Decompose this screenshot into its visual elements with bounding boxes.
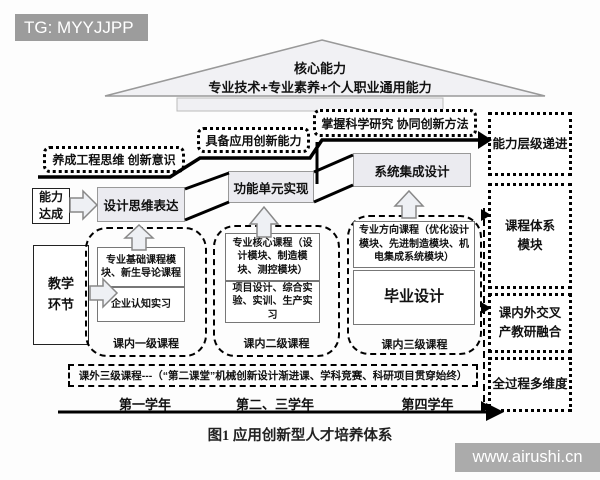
course-group-2-module-1: 专业核心课程（设计模块、制造模块、测控模块） <box>225 233 320 281</box>
step-connector-line <box>313 183 354 204</box>
tg-badge: TG: MYYJJPP <box>15 14 148 41</box>
course-group-1-label: 课内一级课程 <box>113 338 179 350</box>
course-group-3-label: 课内三级课程 <box>381 339 448 351</box>
figure-caption: 图1 应用创新型人才培养体系 <box>207 428 393 444</box>
up-arrow-icon <box>393 189 425 219</box>
teaching-stage-box: 教学 环节 <box>33 245 89 345</box>
year-label-1: 第一学年 <box>118 397 171 412</box>
course-group-1-module-1: 专业基础课程模块、新生导论课程 <box>97 247 185 287</box>
course-group-2-label: 课内二级课程 <box>243 338 310 350</box>
ability-achievement-box: 能力 达成 <box>32 188 70 224</box>
step-connector-line <box>184 200 230 222</box>
roof-title: 核心能力 <box>293 61 346 76</box>
right-column-capability-progression: 能力层级递进 <box>488 112 572 176</box>
right-column-integration: 课内外交叉 产教研融合 <box>488 293 572 353</box>
step-connector-line <box>313 153 354 174</box>
course-group-2-module-2: 项目设计、综合实验、实训、生产实习 <box>225 281 320 323</box>
right-column-whole-process: 全过程多维度 <box>488 357 572 412</box>
course-group-3-module-1: 专业方向课程（优化设计模块、先进制造模块、机电集成系统模块） <box>353 221 475 268</box>
year-label-3: 第四学年 <box>401 397 454 412</box>
ability-right-arrow-icon <box>69 189 99 221</box>
process-step-1: 设计思维表达 <box>97 187 185 222</box>
roof-subtitle: 专业技术+专业素养+个人职业通用能力 <box>208 80 432 95</box>
site-watermark: www.airushi.cn <box>455 443 600 472</box>
step-connector-line <box>184 171 230 191</box>
extracurricular-course-bar: 课外三级课程---（“第二课堂”机械创新设计渐进课、学科竞赛、科研项目贯穿始终） <box>68 364 478 387</box>
process-step-3: 系统集成设计 <box>353 153 471 187</box>
course-group-1-module-2: 企业认知实习 <box>97 287 185 322</box>
tg-badge-label: TG: MYYJJPP <box>24 17 134 37</box>
right-column-course-system-module: 课程体系 模块 <box>488 183 572 289</box>
course-group-3-module-2: 毕业设计 <box>353 270 475 325</box>
capability-step-1: 养成工程思维 创新意识 <box>43 146 185 173</box>
capability-step-3: 掌握科学研究 协同创新方法 <box>313 109 477 137</box>
process-step-2: 功能单元实现 <box>228 171 314 203</box>
capability-step-2: 具备应用创新能力 <box>197 127 310 153</box>
year-label-2: 第二、三学年 <box>235 397 314 412</box>
